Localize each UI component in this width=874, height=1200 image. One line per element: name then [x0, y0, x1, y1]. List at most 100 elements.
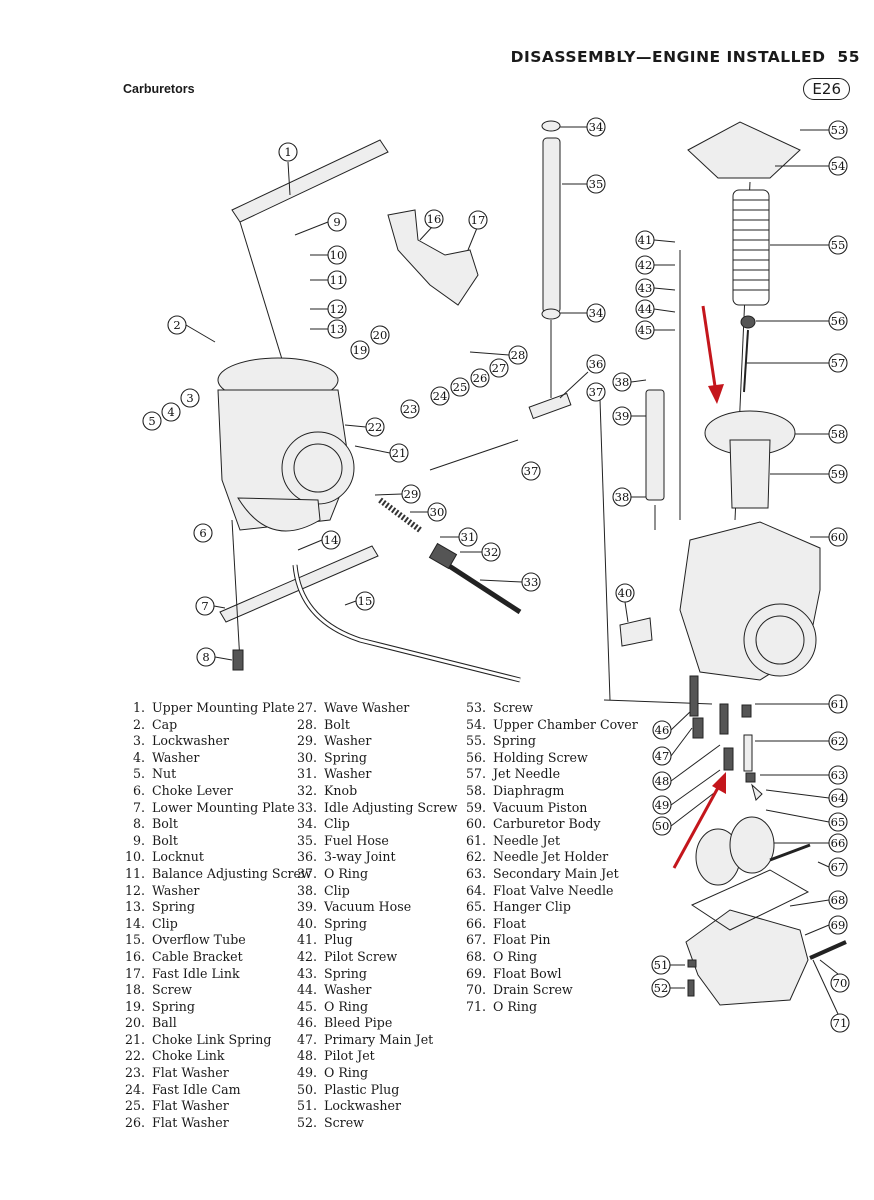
callout-marker: 13 [310, 319, 347, 339]
callout-marker: 5 [142, 411, 162, 431]
legend-item: 21.Choke Link Spring [122, 1032, 312, 1049]
legend-item-number: 68. [465, 948, 486, 964]
legend-item: 19.Spring [122, 999, 312, 1016]
callout-marker: 11 [310, 270, 347, 290]
legend-item: 36.3-way Joint [296, 849, 457, 866]
callout-marker: 70 [819, 959, 850, 993]
legend-item: 65.Hanger Clip [465, 899, 638, 916]
legend-item-number: 24. [124, 1081, 145, 1097]
callout-marker: 17 [467, 210, 488, 251]
legend-item-name: Fuel Hose [324, 832, 389, 848]
svg-text:27: 27 [492, 361, 507, 375]
legend-item-number: 61. [465, 832, 486, 848]
legend-item-name: O Ring [493, 998, 538, 1014]
callout-marker: 34 [560, 117, 606, 137]
legend-item: 70.Drain Screw [465, 982, 638, 999]
legend-item-number: 33. [296, 799, 317, 815]
svg-text:46: 46 [655, 723, 670, 737]
legend-item-name: Cap [152, 716, 178, 732]
legend-item-number: 27. [296, 700, 317, 715]
svg-text:55: 55 [831, 238, 846, 252]
legend-item-name: Spring [324, 965, 367, 981]
legend-item: 6.Choke Lever [122, 783, 312, 800]
callout-marker: 16 [419, 209, 444, 241]
legend-item-name: Drain Screw [493, 982, 573, 998]
svg-text:42: 42 [638, 258, 653, 272]
callout-marker: 9 [294, 212, 347, 236]
legend-item-number: 46. [296, 1015, 317, 1031]
legend-item: 40.Spring [296, 916, 457, 933]
legend-item: 34.Clip [296, 816, 457, 833]
callout-marker: 40 [615, 583, 635, 623]
callout-marker: 12 [310, 299, 347, 319]
legend-item: 24.Fast Idle Cam [122, 1082, 312, 1099]
svg-text:34: 34 [589, 120, 604, 134]
legend-item-number: 25. [124, 1098, 145, 1114]
legend-item: 68. O Ring [465, 949, 638, 966]
legend-item-number: 55. [465, 733, 486, 749]
legend-item-name: Float Pin [493, 932, 551, 948]
legend-item-name: O Ring [493, 948, 538, 964]
legend-item-number: 26. [124, 1114, 145, 1130]
legend-item-name: Vacuum Piston [493, 799, 588, 815]
svg-text:48: 48 [655, 774, 670, 788]
legend-item-number: 9. [132, 832, 145, 848]
legend-item: 15.Overflow Tube [122, 932, 312, 949]
callout-marker: 58 [795, 424, 848, 444]
legend-item-number: 37. [296, 865, 317, 881]
legend-item: 39.Vacuum Hose [296, 899, 457, 916]
svg-text:2: 2 [173, 318, 180, 332]
svg-text:53: 53 [831, 123, 846, 137]
legend-item: 8.Bolt [122, 816, 312, 833]
legend-item-number: 35. [296, 832, 317, 848]
callout-marker: 20 [370, 325, 390, 345]
legend-item-name: Lower Mounting Plate [152, 799, 295, 815]
callout-marker: 57 [746, 353, 848, 373]
svg-text:52: 52 [654, 981, 669, 995]
svg-text:69: 69 [831, 918, 846, 932]
callout-marker: 33 [479, 572, 541, 592]
callout-marker: 3 [180, 388, 200, 408]
legend-item: 2.Cap [122, 717, 312, 734]
legend-item-number: 63. [465, 865, 486, 881]
svg-text:15: 15 [358, 594, 373, 608]
callout-marker: 68 [789, 890, 848, 910]
svg-text:38: 38 [615, 375, 630, 389]
callout-marker: 43 [635, 278, 676, 298]
callout-marker: 23 [400, 399, 420, 419]
legend-item: 26.Flat Washer [122, 1115, 312, 1132]
callout-marker: 56 [756, 311, 848, 331]
legend-item-name: Choke Link Spring [152, 1031, 272, 1047]
svg-text:62: 62 [831, 734, 846, 748]
legend-item-number: 32. [296, 782, 317, 798]
callout-marker: 53 [800, 120, 848, 140]
legend-item: 43.Spring [296, 966, 457, 983]
svg-text:58: 58 [831, 427, 846, 441]
callout-marker: 1 [278, 142, 298, 196]
svg-text:43: 43 [638, 281, 653, 295]
legend-item: 37.O Ring [296, 866, 457, 883]
callout-marker: 30 [410, 502, 447, 522]
callout-marker: 15 [344, 591, 375, 611]
legend-item-name: Needle Jet Holder [493, 849, 609, 865]
legend-item: 28.Bolt [296, 717, 457, 734]
callout-marker: 21 [354, 443, 409, 463]
callout-marker: 66 [760, 833, 848, 853]
callout-marker: 37 [521, 461, 541, 481]
callout-marker: 7 [195, 596, 226, 616]
legend-item-name: Screw [324, 1114, 364, 1130]
legend-item-name: Ball [152, 1015, 177, 1031]
callout-marker: 8 [196, 647, 233, 667]
annotation-arrow-lower [672, 772, 726, 869]
legend-item-name: Screw [493, 700, 533, 715]
legend-item-number: 29. [296, 733, 317, 749]
svg-text:64: 64 [831, 791, 846, 805]
float-bowl-drawing [685, 909, 809, 1006]
svg-text:3: 3 [186, 391, 193, 405]
legend-item-number: 40. [296, 915, 317, 931]
legend-item: 67.Float Pin [465, 932, 638, 949]
callout-marker: 14 [297, 530, 341, 551]
callout-marker: 31 [440, 527, 478, 547]
legend-item-number: 10. [124, 849, 145, 865]
legend-item-number: 13. [124, 899, 145, 915]
